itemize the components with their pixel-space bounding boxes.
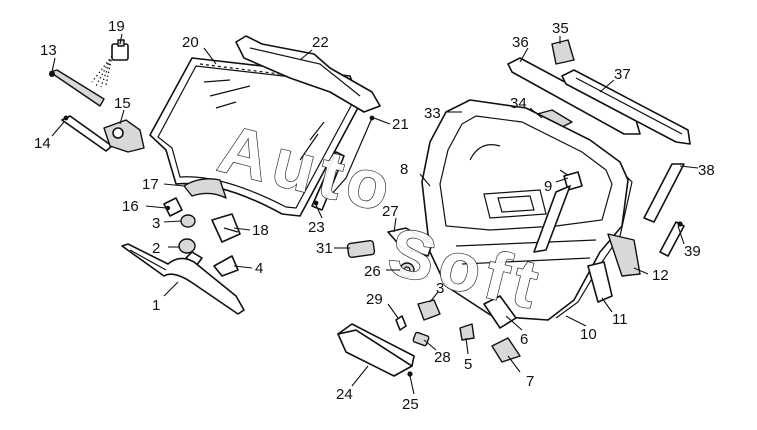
washer-nozzle-19	[91, 39, 129, 88]
leader-lines	[51, 33, 699, 395]
screw-25	[407, 371, 413, 377]
callout-15: 15	[114, 95, 131, 112]
callout-13: 13	[40, 42, 57, 59]
callout-26: 26	[364, 263, 381, 280]
strut-mount-9	[533, 171, 583, 253]
spoiler-trim-37	[561, 69, 691, 145]
license-lamp-28	[412, 331, 430, 347]
callout-10: 10	[580, 326, 597, 343]
callout-19: 19	[108, 18, 125, 35]
callout-35: 35	[552, 20, 569, 37]
callout-36: 36	[512, 34, 529, 51]
striker-5	[459, 323, 475, 341]
callout-22: 22	[312, 34, 329, 51]
callout-29: 29	[366, 291, 383, 308]
callout-11: 11	[612, 311, 628, 328]
callout-5: 5	[464, 356, 472, 373]
gas-strut-38	[643, 163, 685, 223]
callout-16: 16	[122, 198, 139, 215]
callout-31: 31	[316, 240, 333, 257]
spoiler-36	[507, 57, 641, 135]
panel-11	[587, 261, 613, 303]
callout-9: 9	[544, 178, 552, 195]
callout-7: 7	[526, 373, 534, 390]
inner-panel-12	[607, 233, 641, 277]
callout-12: 12	[652, 267, 669, 284]
lock-rod-18	[211, 213, 241, 243]
side-trim-23	[311, 151, 345, 211]
callout-38: 38	[698, 162, 715, 179]
callout-25: 25	[402, 396, 419, 413]
handle-cover-17	[183, 178, 227, 199]
wiper-linkage-14	[61, 115, 113, 152]
callout-20: 20	[182, 34, 199, 51]
callout-34: 34	[510, 95, 527, 112]
lever-4	[213, 255, 239, 277]
tailgate-body-8	[421, 99, 629, 321]
wiper-arm-13	[49, 69, 105, 107]
callout-labels: 1 2 3 4 13 14 15 16 17 18 19 20 21 22 23…	[34, 18, 715, 413]
callout-1: 1	[152, 297, 160, 314]
callout-4: 4	[255, 260, 263, 277]
callout-28: 28	[434, 349, 451, 366]
callout-21: 21	[392, 116, 409, 133]
callout-27: 27	[382, 203, 399, 220]
callout-39: 39	[684, 243, 701, 260]
reflector-31	[346, 239, 376, 259]
handle-strip-1	[121, 243, 245, 315]
weatherstrip-10	[555, 175, 633, 319]
callout-33: 33	[424, 105, 441, 122]
bracket-35	[551, 39, 575, 65]
callout-3-upper: 3	[152, 215, 160, 232]
handle-7	[491, 337, 521, 363]
callout-24: 24	[336, 386, 353, 403]
wiper-motor-15	[103, 119, 145, 153]
callout-8: 8	[400, 161, 408, 178]
callout-18: 18	[252, 222, 269, 239]
license-plate-24	[337, 323, 415, 377]
callout-23: 23	[308, 219, 325, 236]
clip-29	[395, 315, 407, 331]
bush-3-upper	[180, 214, 196, 228]
callout-17: 17	[142, 176, 159, 193]
strut-bracket-39	[659, 221, 685, 257]
clip-16	[163, 197, 183, 217]
lock-cylinder-2	[178, 238, 203, 267]
seal-strip-21	[329, 115, 375, 197]
callout-37: 37	[614, 66, 631, 83]
callout-2: 2	[152, 240, 160, 257]
lock-actuator-6	[483, 295, 517, 329]
glass-top-trim-22	[235, 35, 381, 113]
callout-3-lower: 3	[436, 280, 444, 297]
latch-30	[417, 299, 441, 321]
callout-6: 6	[520, 331, 528, 348]
callout-14: 14	[34, 135, 51, 152]
license-bracket-27	[387, 227, 433, 257]
